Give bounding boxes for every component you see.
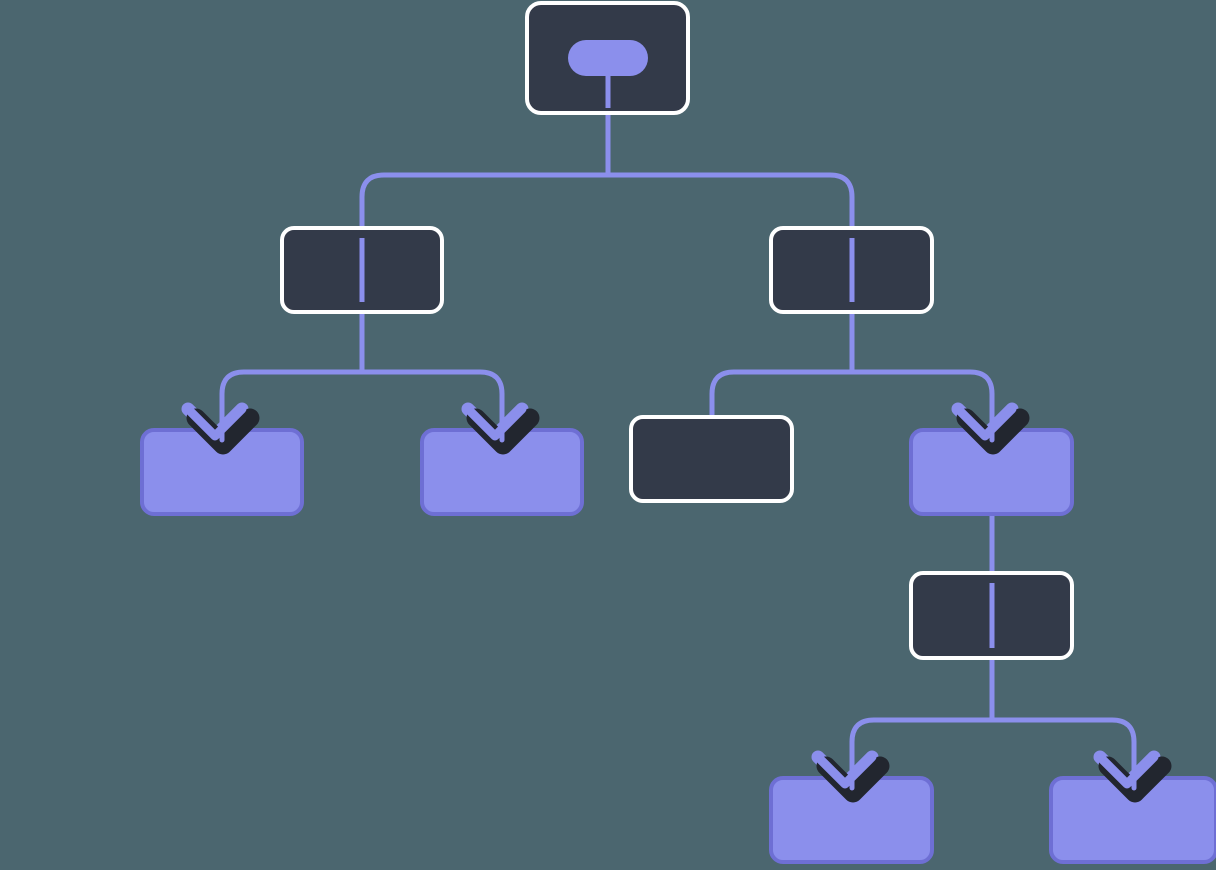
- inner-connector-segments: [359, 238, 995, 648]
- chevron-overlay-icon: [183, 404, 247, 441]
- edge-root-to-l2-right: [608, 172, 855, 228]
- edge-l2right-to-c: [709, 369, 852, 417]
- arrowhead-to-l5-a: [811, 750, 890, 803]
- edge-root-to-l2-left: [359, 113, 611, 228]
- chevron-overlay-icon: [813, 752, 877, 789]
- arrowhead-to-l3-a: [181, 402, 260, 455]
- accent-node-layer: [140, 428, 1216, 864]
- chevron-overlay-icon: [463, 404, 527, 441]
- arrow-shaft-tips: [219, 391, 1137, 791]
- arrowhead-to-l3-d: [951, 402, 1030, 455]
- dark-node-layer: [280, 1, 1074, 660]
- root-inner-pill[interactable]: [568, 40, 648, 76]
- chevron-overlay-icon: [953, 404, 1017, 441]
- arrowhead-to-l3-b: [461, 402, 540, 455]
- arrowhead-to-l5-b: [1093, 750, 1172, 803]
- node-l3-c[interactable]: [629, 415, 794, 503]
- chevron-overlay-icon: [1095, 752, 1159, 789]
